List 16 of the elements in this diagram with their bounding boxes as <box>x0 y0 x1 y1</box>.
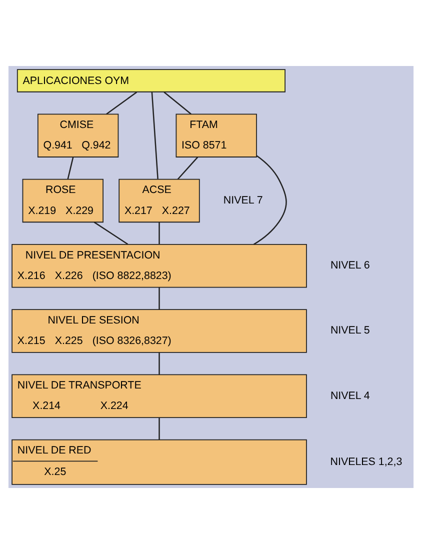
connector <box>177 156 198 180</box>
connector <box>158 286 160 309</box>
connector <box>106 91 138 114</box>
connector <box>158 352 160 374</box>
connector <box>158 417 160 440</box>
connector <box>164 91 192 114</box>
connector <box>253 154 287 244</box>
connector <box>158 222 160 244</box>
connector <box>94 221 128 244</box>
label: NIVELES 1,2,3 <box>330 455 402 468</box>
label: NIVEL 6 <box>330 259 370 272</box>
label: NIVEL 4 <box>330 389 370 402</box>
connector <box>67 156 74 179</box>
connector <box>151 92 158 178</box>
label: NIVEL 5 <box>330 324 370 336</box>
label: NIVEL 7 <box>223 194 263 206</box>
